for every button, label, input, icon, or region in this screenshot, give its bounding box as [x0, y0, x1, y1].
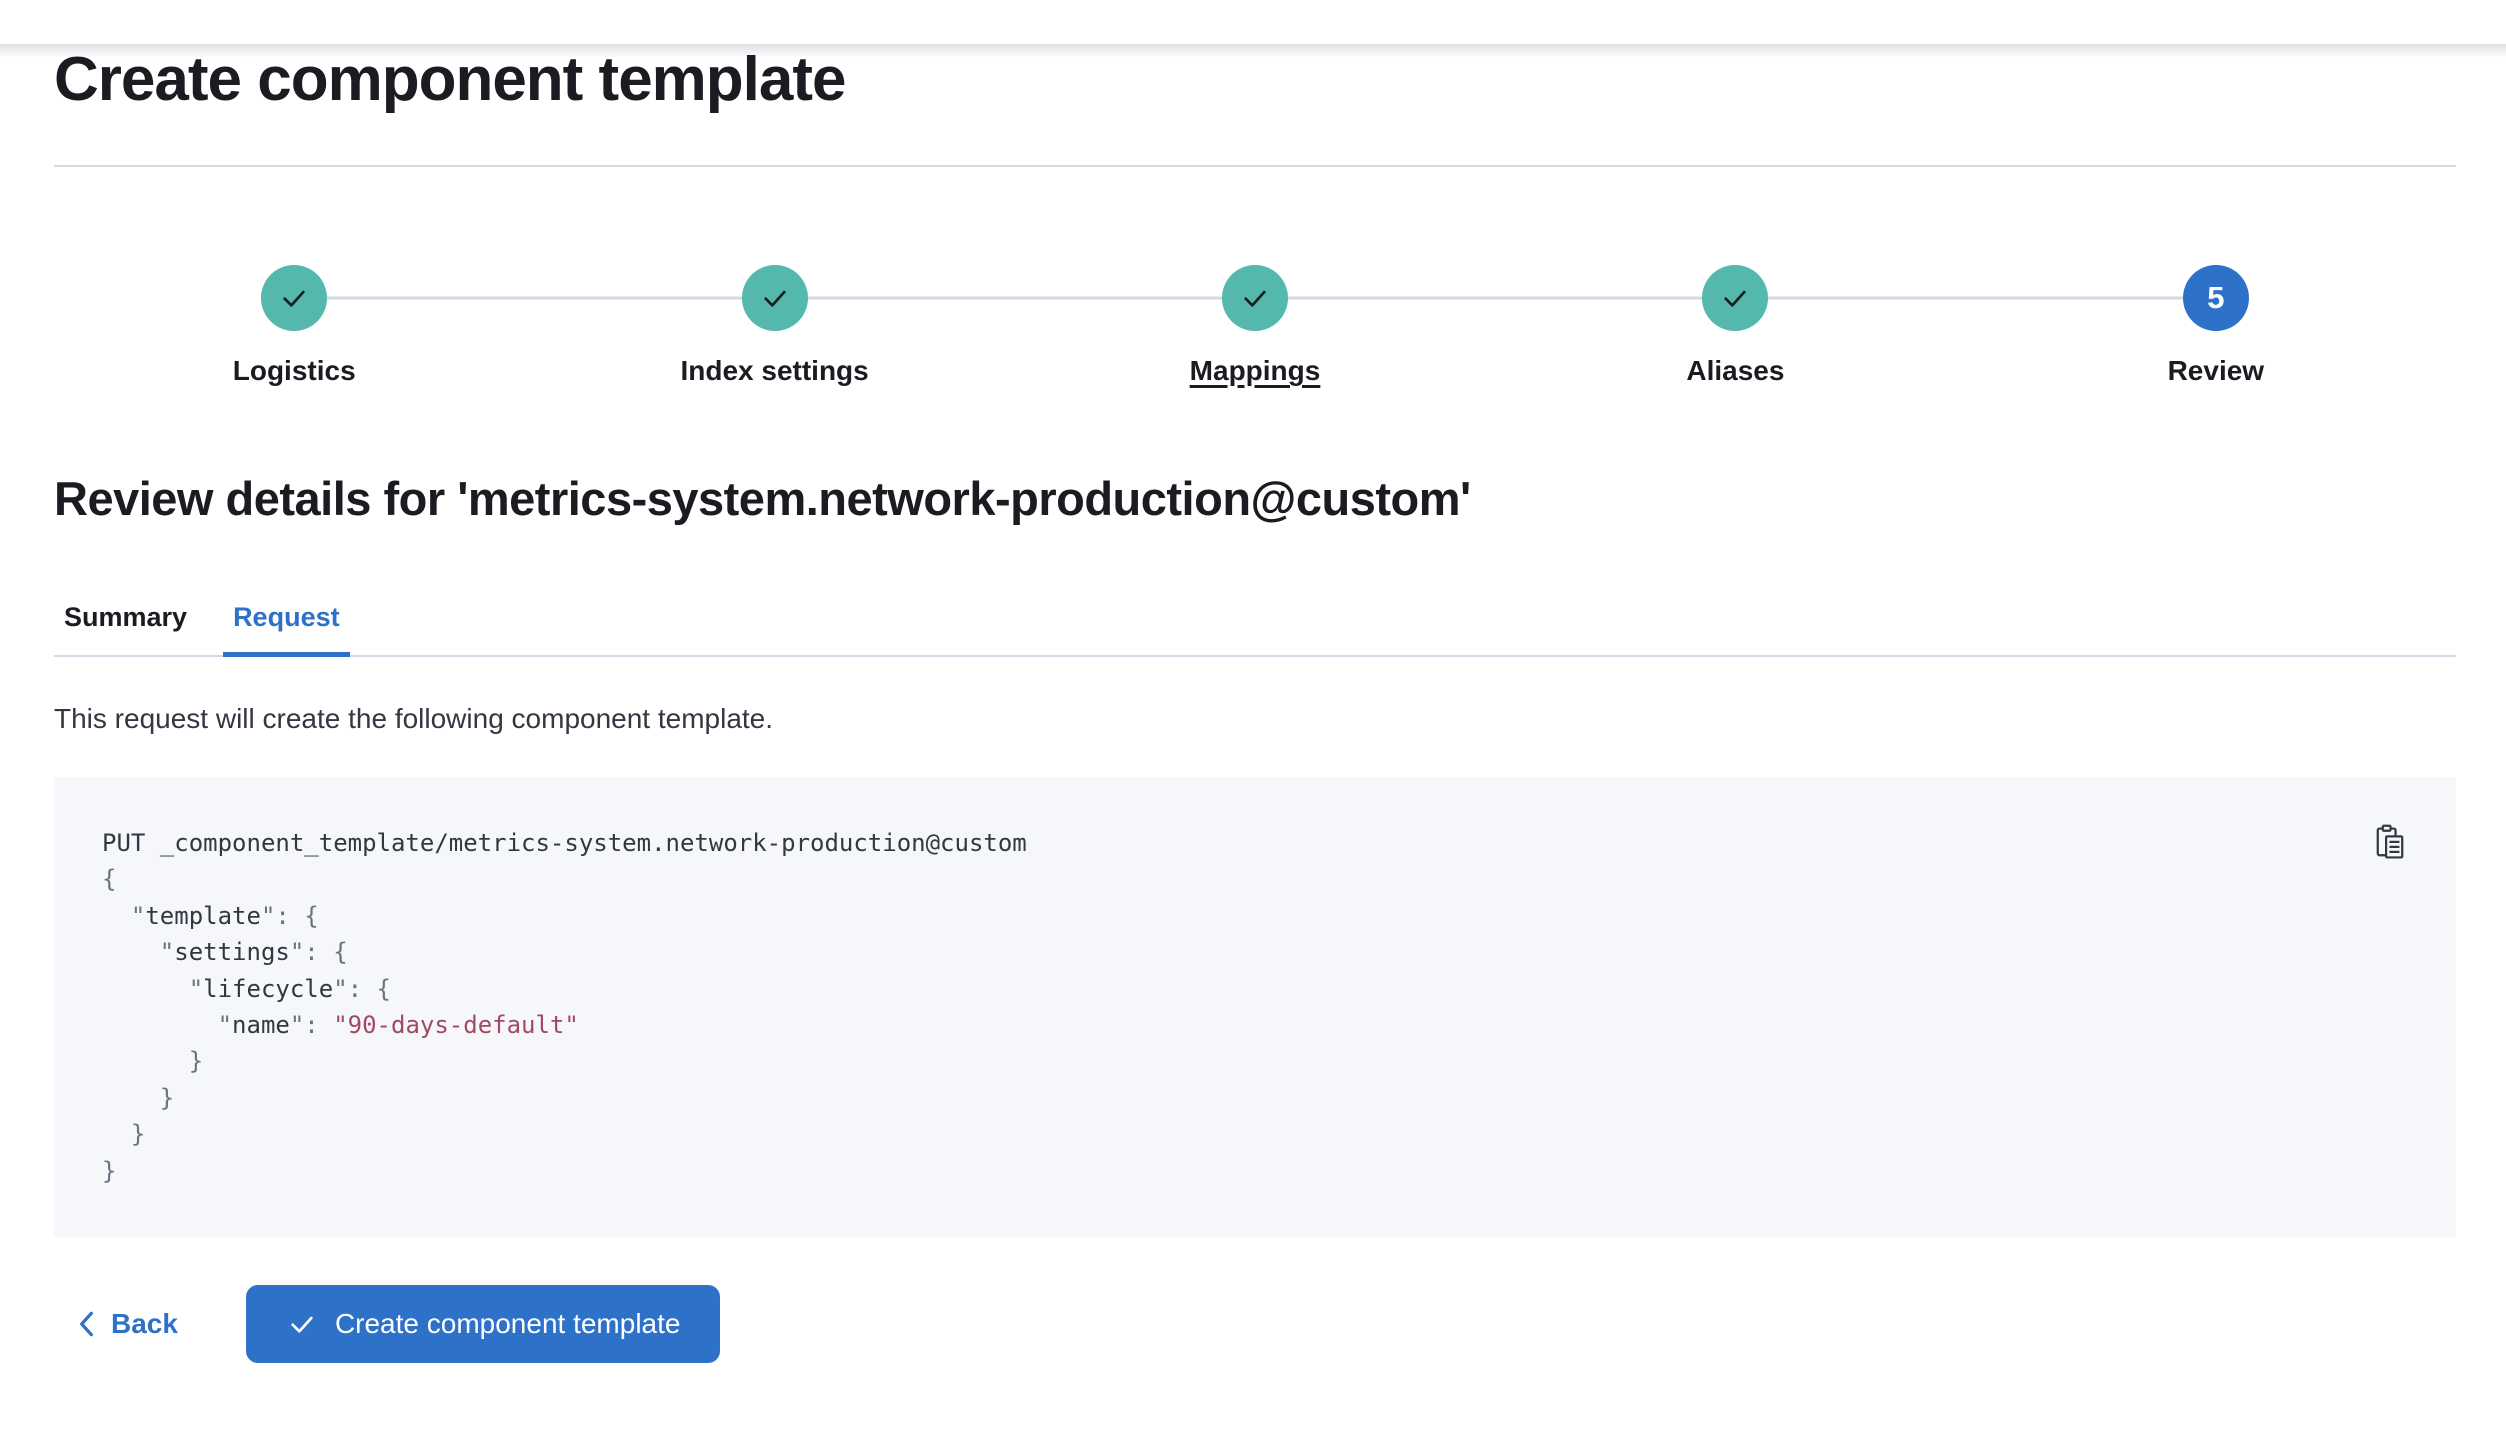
step-number: 5 — [2207, 280, 2225, 316]
page-title: Create component template — [54, 45, 847, 114]
chevron-left-icon — [80, 1311, 93, 1337]
stepper: Logistics Index settings Mappings — [54, 265, 2456, 387]
step-mappings[interactable]: Mappings — [1015, 265, 1495, 387]
check-icon — [1244, 290, 1266, 307]
copy-button[interactable] — [2372, 823, 2408, 863]
step-label: Logistics — [232, 355, 356, 387]
copy-clipboard-icon — [2376, 824, 2404, 859]
code-line: } — [102, 1047, 204, 1076]
step-review-circle[interactable]: 5 — [2182, 265, 2249, 332]
code-line: "template": { — [102, 901, 319, 930]
footer: Back Create component template — [54, 1284, 2456, 1363]
back-label: Back — [111, 1307, 178, 1339]
check-icon — [1724, 290, 1747, 307]
title-divider — [54, 165, 2456, 168]
check-icon — [291, 1316, 313, 1333]
step-index-settings[interactable]: Index settings — [534, 265, 1014, 387]
create-button-label: Create component template — [334, 1307, 681, 1339]
step-aliases-circle[interactable] — [1702, 265, 1769, 332]
review-heading: Review details for 'metrics-system.netwo… — [54, 472, 1471, 526]
step-logistics[interactable]: Logistics — [54, 265, 534, 387]
code-line: } — [102, 1120, 146, 1149]
step-review[interactable]: 5 Review — [1976, 265, 2456, 387]
step-mappings-circle[interactable] — [1222, 265, 1289, 332]
code-line: { — [102, 865, 117, 894]
tab-request[interactable]: Request — [223, 602, 350, 657]
create-component-template-page: Create component template Logistics Inde… — [0, 44, 2506, 1363]
code-line: } — [102, 1156, 117, 1185]
step-aliases[interactable]: Aliases — [1495, 265, 1975, 387]
step-label: Aliases — [1686, 355, 1785, 387]
code-line: "settings": { — [102, 938, 348, 967]
code-line: } — [102, 1083, 175, 1112]
step-index-settings-circle[interactable] — [741, 265, 808, 332]
code-line: "lifecycle": { — [102, 974, 391, 1003]
tabs: Summary Request — [54, 602, 2456, 657]
step-label: Review — [2167, 355, 2265, 387]
code-line: "name": "90-days-default" — [102, 1011, 579, 1040]
code-line: PUT _component_template/metrics-system.n… — [102, 829, 1027, 858]
step-label: Mappings — [1189, 355, 1321, 387]
step-logistics-circle[interactable] — [261, 265, 328, 332]
code-block: PUT _component_template/metrics-system.n… — [54, 777, 2456, 1237]
request-description: This request will create the following c… — [54, 702, 774, 734]
back-button[interactable]: Back — [76, 1308, 178, 1340]
check-icon — [283, 290, 305, 307]
step-label: Index settings — [680, 355, 869, 387]
check-icon — [763, 290, 786, 307]
code-content: PUT _component_template/metrics-system.n… — [102, 825, 2408, 1189]
create-component-template-button[interactable]: Create component template — [245, 1284, 721, 1363]
tab-summary[interactable]: Summary — [64, 601, 188, 632]
